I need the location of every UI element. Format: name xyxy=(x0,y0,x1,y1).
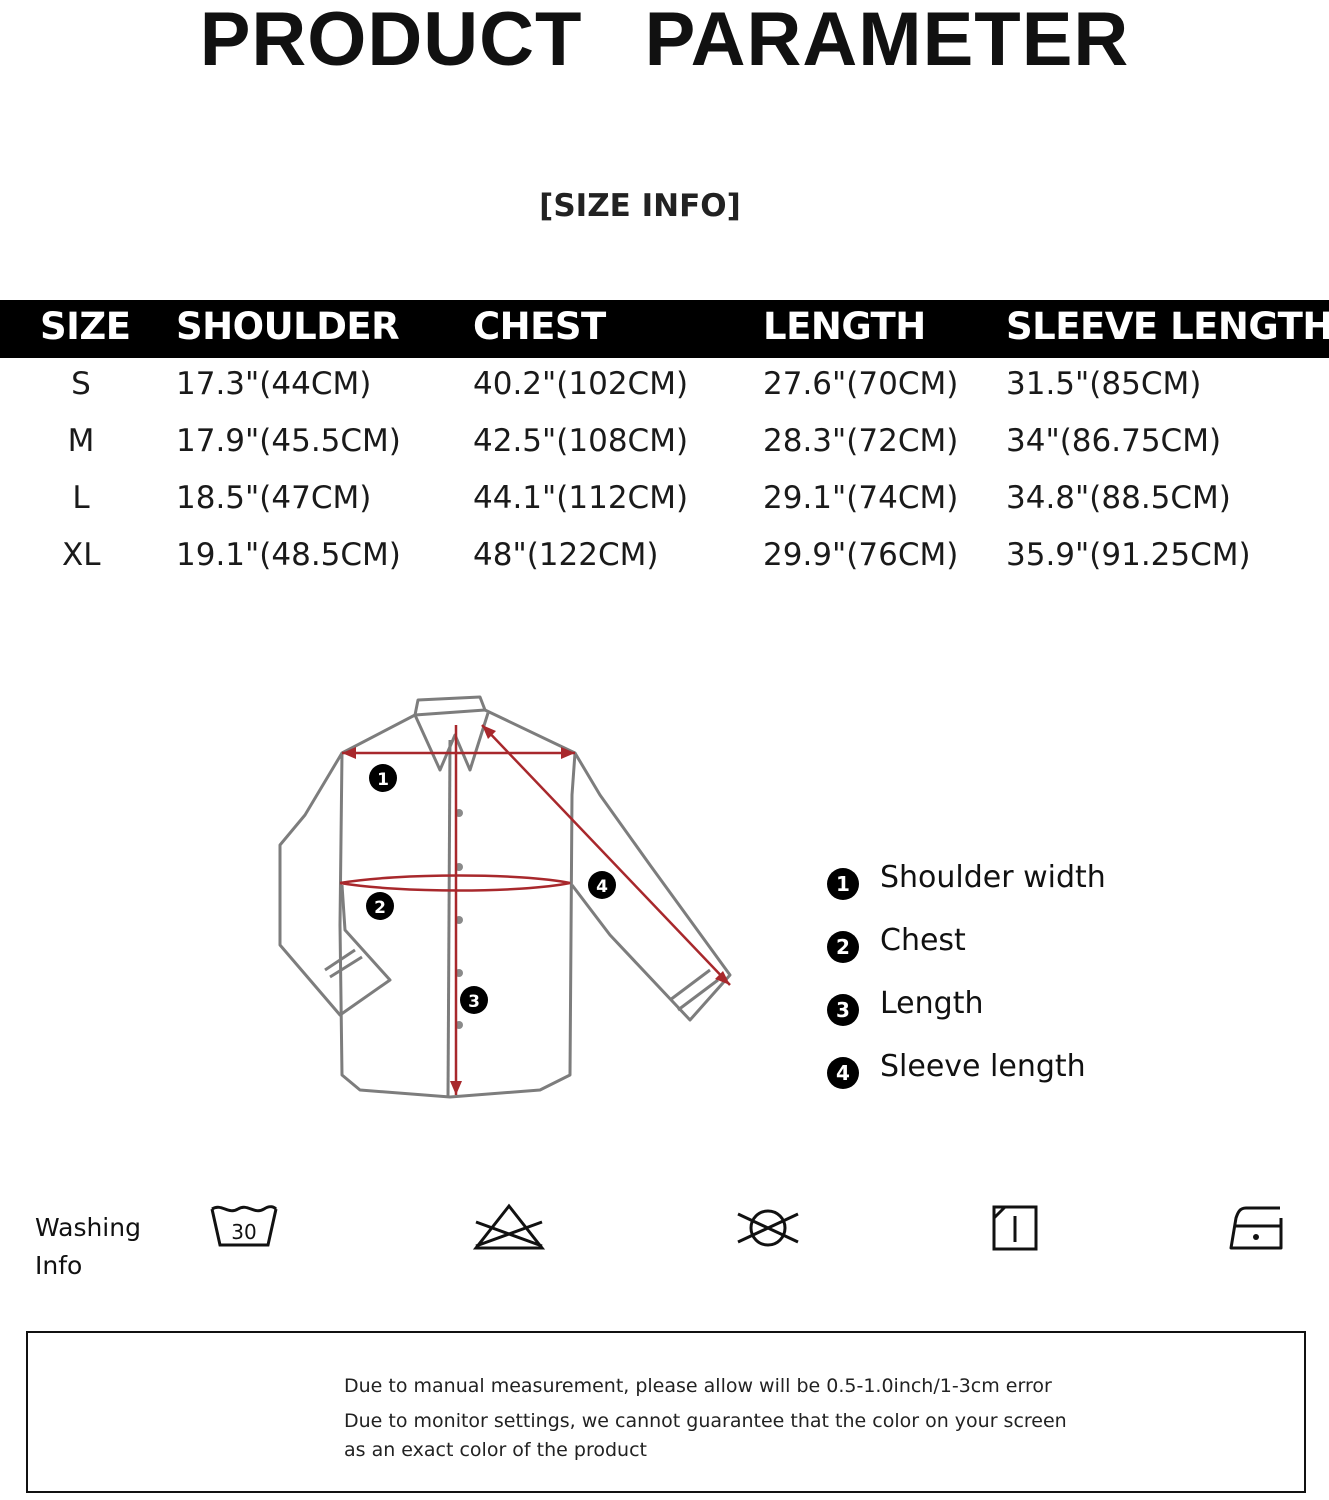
iron-icon xyxy=(1229,1206,1283,1250)
cell-shoulder: 19.1"(48.5CM) xyxy=(176,537,401,573)
header-length: LENGTH xyxy=(763,305,926,348)
legend-number: 1 xyxy=(827,868,859,900)
cell-length: 29.1"(74CM) xyxy=(763,480,959,516)
cell-shoulder: 17.3"(44CM) xyxy=(176,366,372,402)
marker-3: 3 xyxy=(468,992,480,1012)
size-info-heading: [SIZE INFO] xyxy=(539,188,741,224)
cell-length: 29.9"(76CM) xyxy=(763,537,959,573)
cell-chest: 44.1"(112CM) xyxy=(473,480,689,516)
do-not-bleach-icon xyxy=(472,1203,546,1250)
notice-line-2: Due to monitor settings, we cannot guara… xyxy=(344,1410,1067,1432)
legend-label: Chest xyxy=(880,923,966,958)
legend-number: 4 xyxy=(827,1057,859,1089)
cell-chest: 48"(122CM) xyxy=(473,537,659,573)
marker-4: 4 xyxy=(596,877,608,897)
cell-length: 28.3"(72CM) xyxy=(763,423,959,459)
legend-label: Shoulder width xyxy=(880,860,1106,895)
header-size: SIZE xyxy=(40,305,131,348)
cell-sleeve-length: 34"(86.75CM) xyxy=(1006,423,1222,459)
cell-shoulder: 17.9"(45.5CM) xyxy=(176,423,401,459)
legend-label: Length xyxy=(880,986,984,1021)
cell-size: S xyxy=(71,366,91,402)
measure-lines xyxy=(339,724,731,1095)
header-shoulder: SHOULDER xyxy=(176,305,400,348)
washing-info-label: Washing Info xyxy=(35,1213,141,1280)
cell-size: XL xyxy=(62,537,101,573)
cell-sleeve-length: 34.8"(88.5CM) xyxy=(1006,480,1231,516)
table-header: SIZE SHOULDER CHEST LENGTH SLEEVE LENGTH xyxy=(0,300,1329,358)
cell-size: L xyxy=(72,480,90,516)
header-sleeve-length: SLEEVE LENGTH xyxy=(1006,305,1329,348)
marker-1: 1 xyxy=(377,770,389,790)
legend-label: Sleeve length xyxy=(880,1049,1086,1084)
cell-length: 27.6"(70CM) xyxy=(763,366,959,402)
measure-arrowheads xyxy=(342,725,730,1095)
table-row: M 17.9"(45.5CM) 42.5"(108CM) 28.3"(72CM)… xyxy=(0,415,1329,472)
marker-badges: 1 2 3 4 xyxy=(366,764,616,1014)
line-dry-icon xyxy=(992,1205,1038,1251)
size-table: SIZE SHOULDER CHEST LENGTH SLEEVE LENGTH… xyxy=(0,300,1329,586)
notice-line-3: as an exact color of the product xyxy=(344,1439,647,1461)
table-row: XL 19.1"(48.5CM) 48"(122CM) 29.9"(76CM) … xyxy=(0,529,1329,586)
legend-number: 2 xyxy=(827,931,859,963)
table-row: S 17.3"(44CM) 40.2"(102CM) 27.6"(70CM) 3… xyxy=(0,358,1329,415)
cell-size: M xyxy=(67,423,95,459)
notice-line-1: Due to manual measurement, please allow … xyxy=(344,1375,1052,1397)
marker-2: 2 xyxy=(374,898,386,918)
cell-chest: 40.2"(102CM) xyxy=(473,366,689,402)
page-title: PRODUCT PARAMETER xyxy=(199,0,1130,82)
do-not-tumble-dry-icon xyxy=(737,1209,799,1247)
cell-chest: 42.5"(108CM) xyxy=(473,423,689,459)
cell-shoulder: 18.5"(47CM) xyxy=(176,480,372,516)
wash-30-icon: 30 xyxy=(210,1205,278,1247)
table-row: L 18.5"(47CM) 44.1"(112CM) 29.1"(74CM) 3… xyxy=(0,472,1329,529)
cell-sleeve-length: 31.5"(85CM) xyxy=(1006,366,1202,402)
cell-sleeve-length: 35.9"(91.25CM) xyxy=(1006,537,1251,573)
legend-number: 3 xyxy=(827,994,859,1026)
header-chest: CHEST xyxy=(473,305,606,348)
measurement-notice: Due to manual measurement, please allow … xyxy=(26,1331,1306,1493)
shirt-measurement-diagram: 1 2 3 4 xyxy=(278,695,732,1099)
shirt-outline xyxy=(278,695,732,1099)
wash-temperature: 30 xyxy=(231,1220,256,1244)
